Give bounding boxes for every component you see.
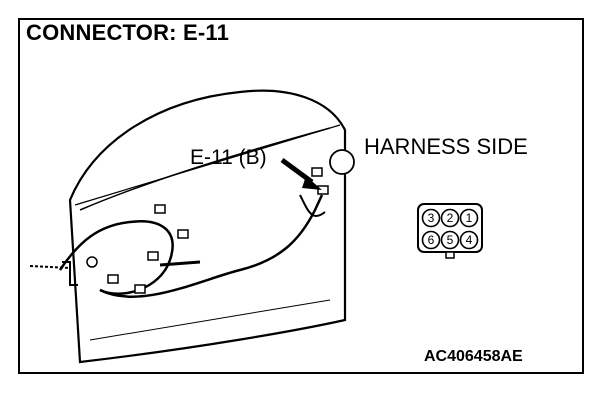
small-connector: [134, 284, 146, 294]
small-connector: [154, 204, 166, 214]
door-inner-edge: [79, 127, 331, 211]
pin-2-circle: [440, 208, 460, 228]
pin-6-label: 6: [428, 233, 435, 247]
door-panel-outline: [68, 89, 347, 364]
harness-side-label: HARNESS SIDE: [364, 134, 528, 159]
callout-arrow-head: [302, 176, 322, 190]
pin-4-circle: [459, 230, 479, 250]
small-connector: [107, 274, 119, 284]
pin-3-label: 3: [428, 211, 435, 225]
door-trim-line: [74, 124, 341, 206]
small-connector: [147, 251, 159, 261]
harness-bracket: [62, 261, 78, 286]
pin-5-label: 5: [447, 233, 454, 247]
harness-wire-left: [29, 265, 71, 269]
pin-6-circle: [421, 230, 441, 250]
pin-2-label: 2: [447, 211, 454, 225]
mirror-mount: [329, 149, 355, 175]
door-lower-edge: [89, 299, 331, 341]
harness-rail: [159, 260, 201, 267]
harness-wire-upper: [299, 194, 326, 217]
pin-4-label: 4: [466, 233, 473, 247]
harness-wire-loop: [99, 194, 324, 298]
connector-face-e11: 3 2 1 6 5 4: [417, 203, 483, 259]
harness-grommet: [86, 256, 98, 268]
pin-3-circle: [421, 208, 441, 228]
small-connector: [317, 185, 329, 195]
pin-1-circle: [459, 208, 479, 228]
diagram-title: CONNECTOR: E-11: [26, 20, 230, 45]
small-connector: [177, 229, 189, 239]
small-connector: [311, 167, 323, 177]
pin-1-label: 1: [466, 211, 473, 225]
connector-latch: [445, 251, 455, 259]
pin-5-circle: [440, 230, 460, 250]
figure-code: AC406458AE: [424, 348, 523, 365]
